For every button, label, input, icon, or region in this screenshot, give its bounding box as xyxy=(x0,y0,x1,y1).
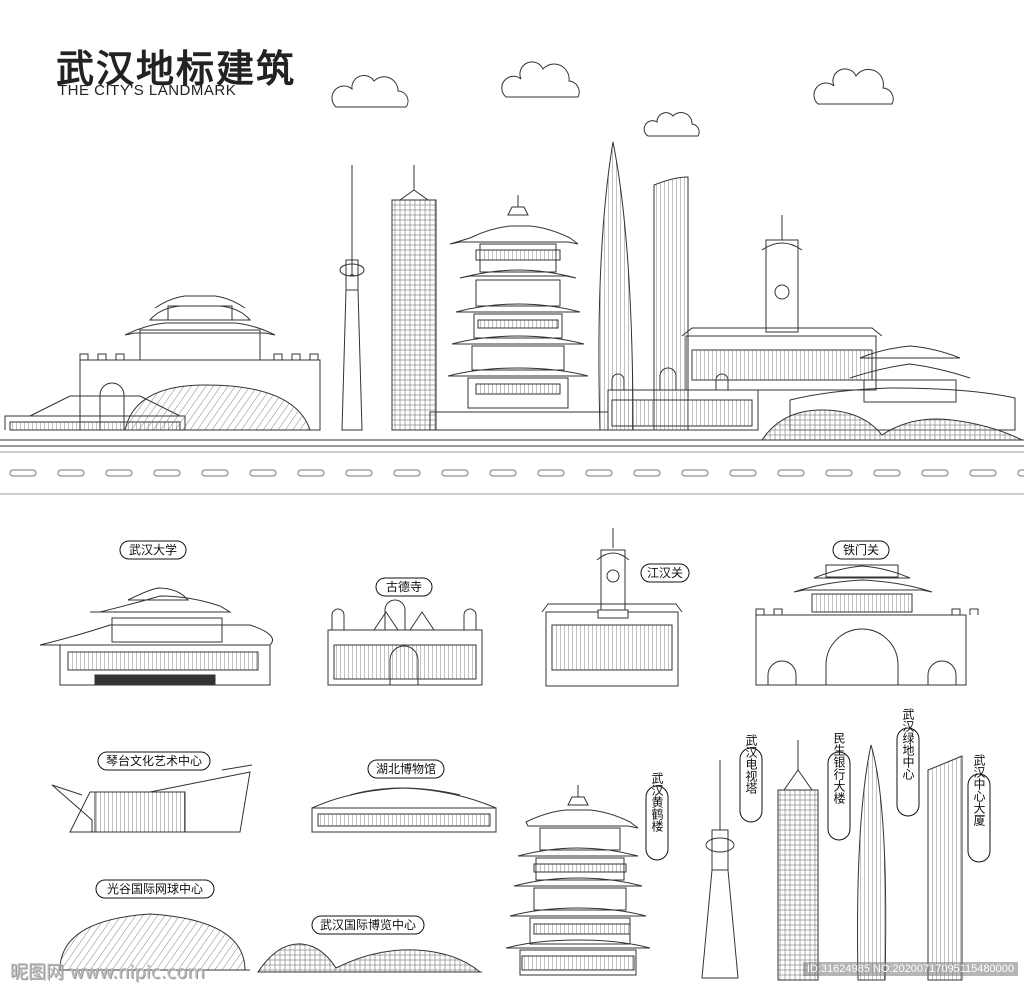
road-dashes xyxy=(9,469,1024,477)
cloud-icon xyxy=(643,112,700,137)
svg-text:江汉关: 江汉关 xyxy=(647,566,683,580)
svg-text:民生银行大楼: 民生银行大楼 xyxy=(832,732,846,804)
road-dash xyxy=(249,469,277,477)
road-dash xyxy=(873,469,901,477)
road-dash xyxy=(345,469,373,477)
road-dash xyxy=(9,469,37,477)
svg-text:光谷国际网球中心: 光谷国际网球中心 xyxy=(107,881,203,896)
label-expo-center: 武汉国际博览中心 xyxy=(311,915,425,935)
label-tv-tower: 武汉电视塔 xyxy=(739,734,763,823)
road xyxy=(0,451,1024,495)
label-wuhan-center: 武汉中心大厦 xyxy=(967,754,991,863)
label-hubei-museum: 湖北博物馆 xyxy=(367,759,445,779)
svg-text:武汉绿地中心: 武汉绿地中心 xyxy=(901,708,915,780)
page-subtitle: THE CITY'S LANDMARK xyxy=(58,82,237,99)
tv-tower-drawing xyxy=(701,760,739,979)
wuhan-center-drawing xyxy=(927,755,963,981)
greenland-center-drawing xyxy=(857,744,887,981)
wuhan-university-drawing xyxy=(39,587,273,686)
svg-text:武汉中心大厦: 武汉中心大厦 xyxy=(972,754,986,826)
jianghan-customs-drawing xyxy=(541,528,683,687)
skyline xyxy=(0,141,1024,447)
road-dash xyxy=(201,469,229,477)
watermark-left: 昵图网 www.nipic.com xyxy=(10,962,205,983)
page-title: 武汉地标建筑 xyxy=(56,47,297,91)
cloud-icon xyxy=(501,61,580,98)
road-dash xyxy=(921,469,949,477)
road-dash xyxy=(633,469,661,477)
road-dash xyxy=(585,469,613,477)
svg-text:武汉黄鹤楼: 武汉黄鹤楼 xyxy=(650,772,664,832)
qintai-center-drawing xyxy=(51,764,253,833)
label-tiemen-pass: 铁门关 xyxy=(832,540,890,560)
svg-text:武汉国际博览中心: 武汉国际博览中心 xyxy=(320,917,416,932)
road-dash xyxy=(1017,469,1024,477)
optics-valley-tennis-drawing xyxy=(59,913,250,971)
label-gude-temple: 古德寺 xyxy=(375,577,433,597)
svg-text:武汉电视塔: 武汉电视塔 xyxy=(744,734,758,795)
minsheng-bank-drawing xyxy=(777,740,819,981)
expo-center-drawing xyxy=(257,943,482,973)
label-wuhan-university: 武汉大学 xyxy=(119,540,187,560)
road-dash xyxy=(681,469,709,477)
road-dash xyxy=(297,469,325,477)
gude-temple-drawing xyxy=(327,599,483,686)
road-dash xyxy=(441,469,469,477)
road-dash xyxy=(153,469,181,477)
label-yellow-crane-tower: 武汉黄鹤楼 xyxy=(645,772,669,861)
road-dash xyxy=(969,469,997,477)
svg-text:琴台文化艺术中心: 琴台文化艺术中心 xyxy=(106,753,202,768)
svg-text:古德寺: 古德寺 xyxy=(386,579,422,594)
svg-text:武汉大学: 武汉大学 xyxy=(129,542,177,557)
yellow-crane-tower-drawing xyxy=(505,785,651,976)
hubei-museum-drawing xyxy=(311,787,497,833)
label-greenland-center: 武汉绿地中心 xyxy=(896,708,920,817)
cloud-icon xyxy=(331,75,409,108)
label-optics-valley-tennis: 光谷国际网球中心 xyxy=(95,879,215,899)
road-dash xyxy=(489,469,517,477)
road-dash xyxy=(57,469,85,477)
road-dash xyxy=(729,469,757,477)
cloud-icon xyxy=(813,68,894,105)
road-dash xyxy=(825,469,853,477)
svg-text:湖北博物馆: 湖北博物馆 xyxy=(376,761,436,776)
road-dash xyxy=(777,469,805,477)
label-minsheng-bank: 民生银行大楼 xyxy=(827,732,851,841)
road-dash xyxy=(105,469,133,477)
label-jianghan-customs: 江汉关 xyxy=(640,563,690,583)
watermark-right: ID:31624985 NO:20200717095115480000 xyxy=(802,962,1018,976)
road-dash xyxy=(537,469,565,477)
svg-text:铁门关: 铁门关 xyxy=(843,542,879,557)
tiemen-pass-drawing xyxy=(755,564,979,686)
label-qintai-center: 琴台文化艺术中心 xyxy=(97,751,211,771)
road-dash xyxy=(393,469,421,477)
